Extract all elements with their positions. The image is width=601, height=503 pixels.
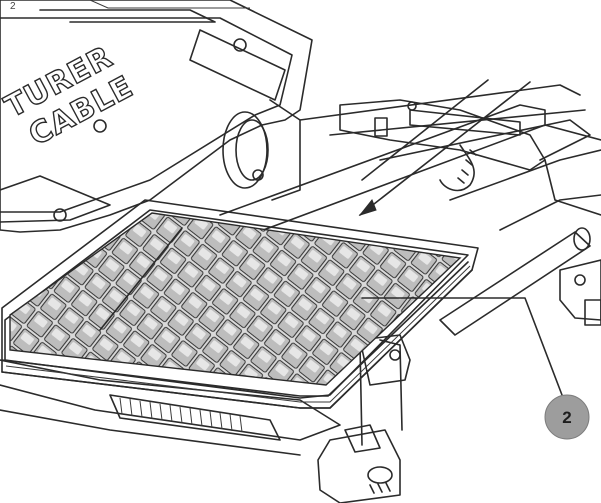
embossed-cover-label: TURER CABLE bbox=[0, 39, 140, 154]
rail-frame bbox=[219, 84, 601, 236]
bottom-latch bbox=[317, 339, 403, 503]
insertion-arrow bbox=[358, 79, 531, 216]
vent-grille bbox=[119, 397, 243, 433]
filter-tray bbox=[1, 199, 479, 409]
callout-bubble bbox=[544, 394, 590, 440]
housing-cover bbox=[0, 0, 313, 233]
callout-number: 2 bbox=[562, 408, 571, 427]
pulley-wheel bbox=[222, 99, 301, 201]
corner-mark: 2 bbox=[10, 1, 16, 12]
lower-chassis bbox=[0, 359, 341, 456]
callout-2: 2 bbox=[361, 297, 590, 440]
roller-bar bbox=[439, 227, 601, 336]
side-bracket bbox=[359, 334, 411, 386]
